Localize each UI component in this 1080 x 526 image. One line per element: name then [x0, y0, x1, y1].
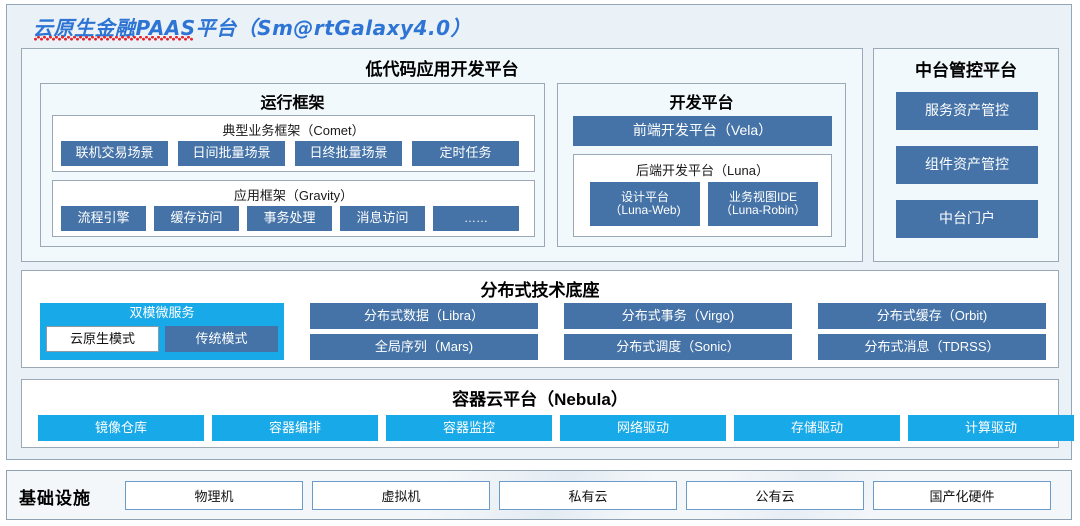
midplatform-item-portal[interactable]: 中台门户 — [896, 200, 1038, 238]
lowcode-platform-header: 低代码应用开发平台 — [365, 60, 519, 79]
dualmode-item-cloud-native-mode[interactable]: 云原生模式 — [46, 326, 159, 352]
infrastructure-item-domestic-hardware[interactable]: 国产化硬件 — [873, 481, 1051, 510]
gravity-item-cache-access[interactable]: 缓存访问 — [154, 206, 239, 231]
gravity-framework-box: 应用框架（Gravity） 流程引擎 缓存访问 事务处理 消息访问 …… — [52, 180, 535, 237]
infrastructure-item-physical-machine[interactable]: 物理机 — [125, 481, 303, 510]
runtime-framework-panel: 运行框架 典型业务框架（Comet） 联机交易场景 日间批量场景 日终批量场景 … — [40, 83, 545, 247]
spellcheck-squiggle-underline — [34, 36, 193, 41]
comet-item-eod-batch[interactable]: 日终批量场景 — [295, 141, 402, 166]
lowcode-platform-panel: 低代码应用开发平台 运行框架 典型业务框架（Comet） 联机交易场景 日间批量… — [21, 48, 863, 262]
development-platform-panel: 开发平台 前端开发平台（Vela） 后端开发平台（Luna） 设计平台 （Lun… — [557, 83, 846, 247]
container-item-storage-driver[interactable]: 存储驱动 — [734, 415, 900, 441]
midplatform-header: 中台管控平台 — [915, 61, 1017, 80]
distributed-foundation-panel: 分布式技术底座 双模微服务 云原生模式 传统模式 分布式数据（Libra） 全局… — [21, 270, 1059, 368]
comet-framework-box: 典型业务框架（Comet） 联机交易场景 日间批量场景 日终批量场景 定时任务 — [52, 115, 535, 172]
infrastructure-item-public-cloud[interactable]: 公有云 — [686, 481, 864, 510]
midplatform-item-service-asset-control[interactable]: 服务资产管控 — [896, 92, 1038, 130]
backend-dev-platform-box: 后端开发平台（Luna） 设计平台 （Luna-Web) 业务视图IDE （Lu… — [573, 154, 832, 237]
runtime-framework-header: 运行框架 — [260, 95, 325, 112]
development-platform-header: 开发平台 — [669, 95, 734, 112]
platform-diagram-panel: 云原生金融PAAS平台（Sm@rtGalaxy4.0） 低代码应用开发平台 运行… — [6, 4, 1074, 460]
foundation-item-global-sequence-mars[interactable]: 全局序列（Mars) — [310, 334, 538, 360]
dualmode-microservice-header: 双模微服务 — [129, 305, 195, 320]
container-cloud-panel: 容器云平台（Nebula） 镜像仓库 容器编排 容器监控 网络驱动 存储驱动 计… — [21, 379, 1074, 448]
infrastructure-item-virtual-machine[interactable]: 虚拟机 — [312, 481, 490, 510]
container-cloud-header: 容器云平台（Nebula） — [452, 390, 628, 409]
gravity-framework-header: 应用框架（Gravity） — [233, 188, 354, 203]
infrastructure-panel: 基础设施 物理机 虚拟机 私有云 公有云 国产化硬件 — [6, 470, 1072, 520]
backend-item-business-view-ide-luna-robin[interactable]: 业务视图IDE （Luna-Robin） — [708, 182, 818, 226]
infrastructure-label: 基础设施 — [19, 489, 91, 508]
infrastructure-item-private-cloud[interactable]: 私有云 — [499, 481, 677, 510]
foundation-item-distributed-scheduling-sonic[interactable]: 分布式调度（Sonic） — [564, 334, 792, 360]
comet-item-intraday-batch[interactable]: 日间批量场景 — [178, 141, 285, 166]
foundation-item-distributed-data-libra[interactable]: 分布式数据（Libra） — [310, 303, 538, 329]
gravity-item-message-access[interactable]: 消息访问 — [340, 206, 425, 231]
container-item-image-registry[interactable]: 镜像仓库 — [38, 415, 204, 441]
dualmode-microservice-block: 双模微服务 云原生模式 传统模式 — [40, 303, 284, 360]
container-item-orchestration[interactable]: 容器编排 — [212, 415, 378, 441]
comet-item-scheduled-task[interactable]: 定时任务 — [412, 141, 519, 166]
gravity-item-transaction-processing[interactable]: 事务处理 — [247, 206, 332, 231]
midplatform-control-panel: 中台管控平台 服务资产管控 组件资产管控 中台门户 — [873, 48, 1059, 262]
backend-item-design-platform-luna-web[interactable]: 设计平台 （Luna-Web) — [590, 182, 700, 226]
dualmode-item-traditional-mode[interactable]: 传统模式 — [165, 326, 278, 352]
foundation-item-distributed-transaction-virgo[interactable]: 分布式事务（Virgo) — [564, 303, 792, 329]
gravity-item-process-engine[interactable]: 流程引擎 — [61, 206, 146, 231]
container-item-monitoring[interactable]: 容器监控 — [386, 415, 552, 441]
frontend-dev-platform-vela[interactable]: 前端开发平台（Vela） — [573, 116, 832, 146]
comet-framework-header: 典型业务框架（Comet） — [222, 123, 365, 138]
foundation-item-distributed-cache-orbit[interactable]: 分布式缓存（Orbit) — [818, 303, 1046, 329]
container-item-compute-driver[interactable]: 计算驱动 — [908, 415, 1074, 441]
gravity-item-more[interactable]: …… — [433, 206, 519, 231]
distributed-foundation-header: 分布式技术底座 — [480, 281, 600, 300]
backend-dev-platform-header: 后端开发平台（Luna） — [636, 163, 769, 178]
midplatform-item-component-asset-control[interactable]: 组件资产管控 — [896, 146, 1038, 184]
foundation-item-distributed-message-tdrss[interactable]: 分布式消息（TDRSS） — [818, 334, 1046, 360]
comet-item-online-transaction[interactable]: 联机交易场景 — [61, 141, 168, 166]
container-item-network-driver[interactable]: 网络驱动 — [560, 415, 726, 441]
